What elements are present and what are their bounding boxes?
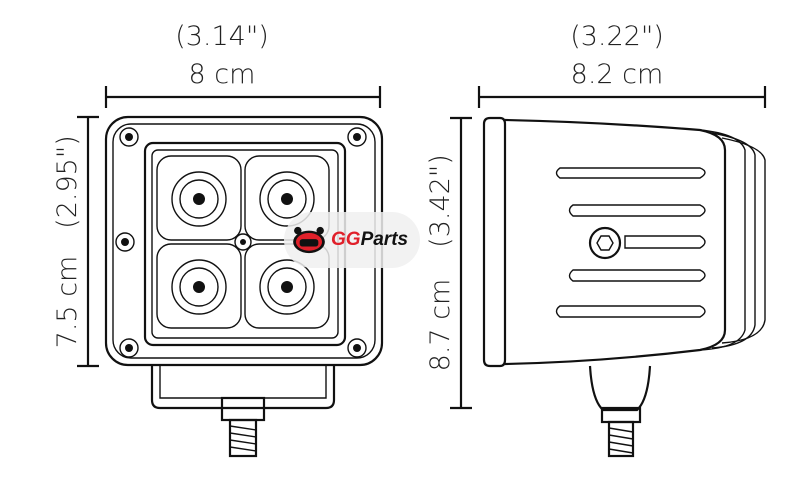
side-width-inches: (3.22") (570, 21, 664, 52)
front-height-inches: (2.95") (52, 135, 83, 229)
led-lens (171, 171, 315, 315)
mascot-icon (293, 226, 325, 254)
side-view-light (482, 116, 766, 458)
side-height-dimension-line (450, 116, 472, 410)
front-view-light (104, 115, 384, 458)
side-width-cm: 8.2 cm (571, 59, 664, 90)
watermark-logo: GGParts (284, 212, 420, 268)
front-width-cm: 8 cm (189, 59, 256, 90)
front-height-dimension-line (77, 115, 99, 368)
watermark-brand: GGParts (331, 229, 409, 250)
side-height-inches: (3.42") (425, 154, 456, 248)
mounting-bolt (607, 420, 635, 458)
front-width-inches: (3.14") (175, 21, 269, 52)
cooling-fin (555, 167, 706, 318)
side-width-dimension-line (477, 86, 767, 108)
front-height-cm: 7.5 cm (52, 256, 83, 349)
front-width-dimension-line (104, 86, 382, 108)
side-height-cm: 8.7 cm (425, 279, 456, 372)
mounting-bolt (228, 418, 258, 458)
corner-screw (115, 127, 367, 358)
